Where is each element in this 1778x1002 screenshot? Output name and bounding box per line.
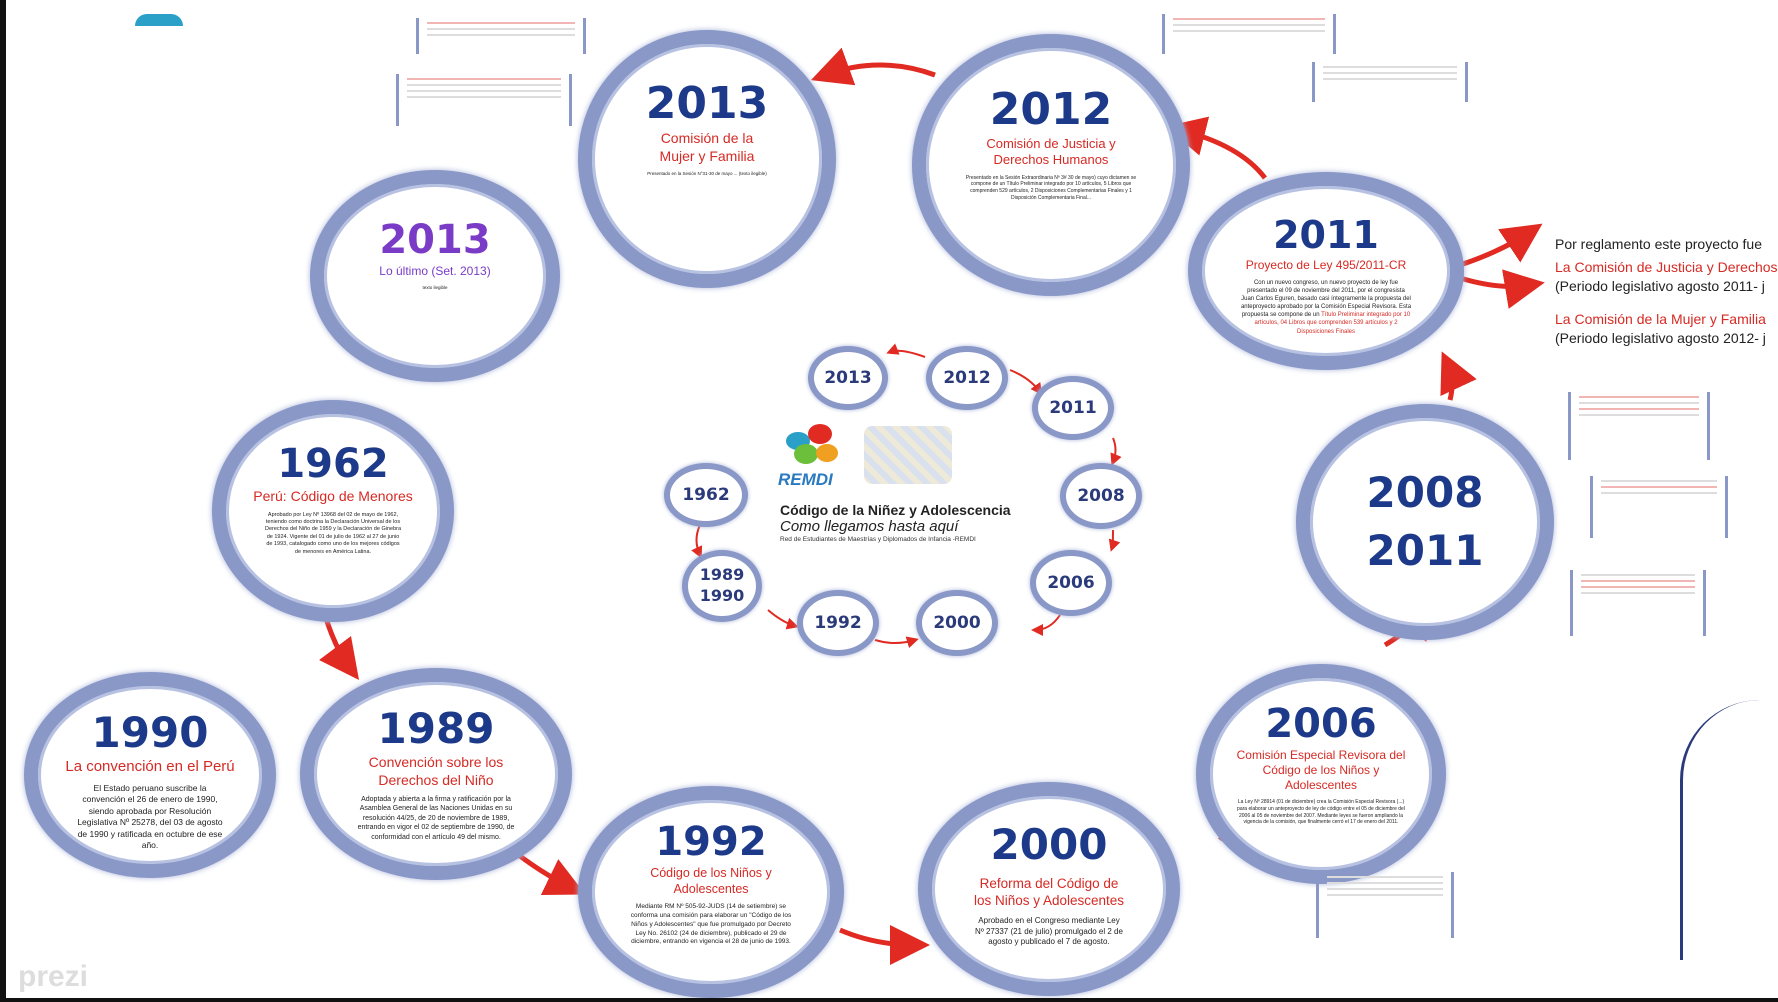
node-body: Presentado en la Sesión N°31-30 de mayo … xyxy=(647,171,767,176)
prezi-watermark: prezi xyxy=(18,960,89,993)
children-illustration xyxy=(864,426,952,484)
node-year: 2006 xyxy=(1265,701,1377,747)
node-1990-convencion-peru[interactable]: 1990 La convención en el Perú El Estado … xyxy=(24,672,276,878)
mini-node-2008[interactable]: 2008 xyxy=(1060,463,1142,529)
bracket-note xyxy=(1568,392,1710,460)
node-body: Con un nuevo congreso, un nuevo proyecto… xyxy=(1240,279,1412,336)
bracket-note xyxy=(1316,872,1454,938)
node-year: 2013 xyxy=(645,78,769,129)
right-edge-fragment xyxy=(1680,700,1778,960)
node-body: Aprobado por Ley Nº 13968 del 02 de mayo… xyxy=(264,511,402,555)
node-title: Proyecto de Ley 495/2011-CR xyxy=(1245,258,1407,272)
node-year-start: 2008 xyxy=(1366,468,1484,517)
node-2012-comision-justicia[interactable]: 2012 Comisión de Justicia y Derechos Hum… xyxy=(912,34,1190,296)
mini-node-label: 2006 xyxy=(1047,573,1095,593)
mini-node-2013[interactable]: 2013 xyxy=(808,346,888,410)
mini-node-label: 2011 xyxy=(1049,398,1097,418)
reglamento-sidenote: Por reglamento este proyecto fue La Comi… xyxy=(1555,235,1778,348)
mini-node-label: 2008 xyxy=(1077,486,1125,506)
sidenote-line: La Comisión de la Mujer y Familia xyxy=(1555,311,1766,327)
bracket-note xyxy=(396,74,572,126)
node-year-end: 2011 xyxy=(1366,526,1484,575)
center-subtitle: Como llegamos hasta aquí xyxy=(780,518,959,535)
remdi-logo-text: REMDI xyxy=(778,470,833,489)
mini-node-2006[interactable]: 2006 xyxy=(1030,550,1112,616)
node-1989-convencion-derechos[interactable]: 1989 Convención sobre los Derechos del N… xyxy=(300,668,572,880)
mini-node-label: 1962 xyxy=(682,485,730,505)
bracket-note xyxy=(1570,570,1706,636)
remdi-logo xyxy=(786,424,842,470)
sidenote-line: (Periodo legislativo agosto 2011- j xyxy=(1555,278,1765,294)
mini-node-label: 1989 1990 xyxy=(699,565,745,605)
bracket-note xyxy=(1162,14,1336,54)
bracket-note xyxy=(1590,476,1728,538)
node-title: Comisión de la Mujer y Familia xyxy=(659,130,755,164)
node-body: texto ilegible xyxy=(422,285,448,290)
mini-node-2012[interactable]: 2012 xyxy=(926,346,1008,410)
node-title: Código de los Niños y Adolescentes xyxy=(650,866,772,896)
bracket-note xyxy=(416,18,586,54)
node-body: La Ley Nº 28914 (01 de diciembre) crea l… xyxy=(1237,799,1405,826)
node-year: 1990 xyxy=(91,708,209,757)
mini-node-1989-1990[interactable]: 1989 1990 xyxy=(682,550,762,622)
node-year: 2012 xyxy=(989,84,1113,135)
bracket-note xyxy=(1312,62,1468,102)
top-logo-fragment xyxy=(135,14,183,26)
node-1992-codigo-ninos[interactable]: 1992 Código de los Niños y Adolescentes … xyxy=(578,786,844,998)
node-year: 2013 xyxy=(379,217,491,263)
center-title: Código de la Niñez y Adolescencia xyxy=(780,502,1011,518)
mini-node-2000[interactable]: 2000 xyxy=(916,590,998,656)
node-body: Mediante RM Nº 505-92-JUDS (14 de setiem… xyxy=(630,903,792,946)
center-credit: Red de Estudiantes de Maestrías y Diplom… xyxy=(780,536,976,543)
mini-node-label: 1992 xyxy=(814,613,862,633)
sidenote-line: La Comisión de Justicia y Derechos xyxy=(1555,259,1778,275)
node-2011-proyecto-ley[interactable]: 2011 Proyecto de Ley 495/2011-CR Con un … xyxy=(1188,172,1464,370)
node-title: Lo último (Set. 2013) xyxy=(379,264,491,278)
node-title: Comisión Especial Revisora del Código de… xyxy=(1236,748,1406,792)
node-1962-codigo-menores[interactable]: 1962 Perú: Código de Menores Aprobado po… xyxy=(212,400,454,622)
node-body: Aprobado en el Congreso mediante Ley Nº … xyxy=(975,915,1123,947)
node-title: Perú: Código de Menores xyxy=(253,488,413,504)
node-2013-lo-ultimo[interactable]: 2013 Lo último (Set. 2013) texto ilegibl… xyxy=(310,170,560,382)
node-year: 2000 xyxy=(990,820,1108,869)
node-title: La convención en el Perú xyxy=(65,758,235,775)
left-edge-fragment xyxy=(0,40,26,270)
mini-node-label: 2012 xyxy=(943,368,991,388)
mini-node-label: 2013 xyxy=(824,368,872,388)
node-title: Reforma del Código de los Niños y Adoles… xyxy=(973,876,1125,908)
node-2013-comision-mujer[interactable]: 2013 Comisión de la Mujer y Familia Pres… xyxy=(578,30,836,288)
node-year: 1962 xyxy=(277,441,389,487)
mini-node-label: 2000 xyxy=(933,613,981,633)
node-year: 1989 xyxy=(377,704,495,753)
node-body: Adoptada y abierta a la firma y ratifica… xyxy=(357,796,515,841)
node-year: 2011 xyxy=(1273,213,1379,257)
node-title: Convención sobre los Derechos del Niño xyxy=(368,754,504,788)
sidenote-line: Por reglamento este proyecto fue xyxy=(1555,236,1763,252)
node-body-text: Con un nuevo congreso, un nuevo proyecto… xyxy=(1240,280,1412,319)
node-2006-comision-revisora[interactable]: 2006 Comisión Especial Revisora del Códi… xyxy=(1196,664,1446,884)
node-body: Presentado en la Sesión Extraordinaria N… xyxy=(965,174,1137,201)
mini-node-2011[interactable]: 2011 xyxy=(1032,376,1114,440)
node-body-highlight: Título Preliminar integrado por 10 artíc… xyxy=(1254,312,1411,335)
node-title: Comisión de Justicia y Derechos Humanos xyxy=(986,136,1116,168)
node-year: 1992 xyxy=(655,819,767,865)
node-2000-reforma[interactable]: 2000 Reforma del Código de los Niños y A… xyxy=(918,782,1180,996)
center-hub: REMDI Código de la Niñez y Adolescencia … xyxy=(760,420,1070,543)
sidenote-line: (Periodo legislativo agosto 2012- j xyxy=(1555,330,1766,346)
mini-node-1992[interactable]: 1992 xyxy=(797,590,879,656)
node-2008-2011[interactable]: 2008 2011 xyxy=(1296,404,1554,640)
mini-node-1962[interactable]: 1962 xyxy=(664,463,748,527)
node-body: El Estado peruano suscribe la convención… xyxy=(77,782,223,851)
